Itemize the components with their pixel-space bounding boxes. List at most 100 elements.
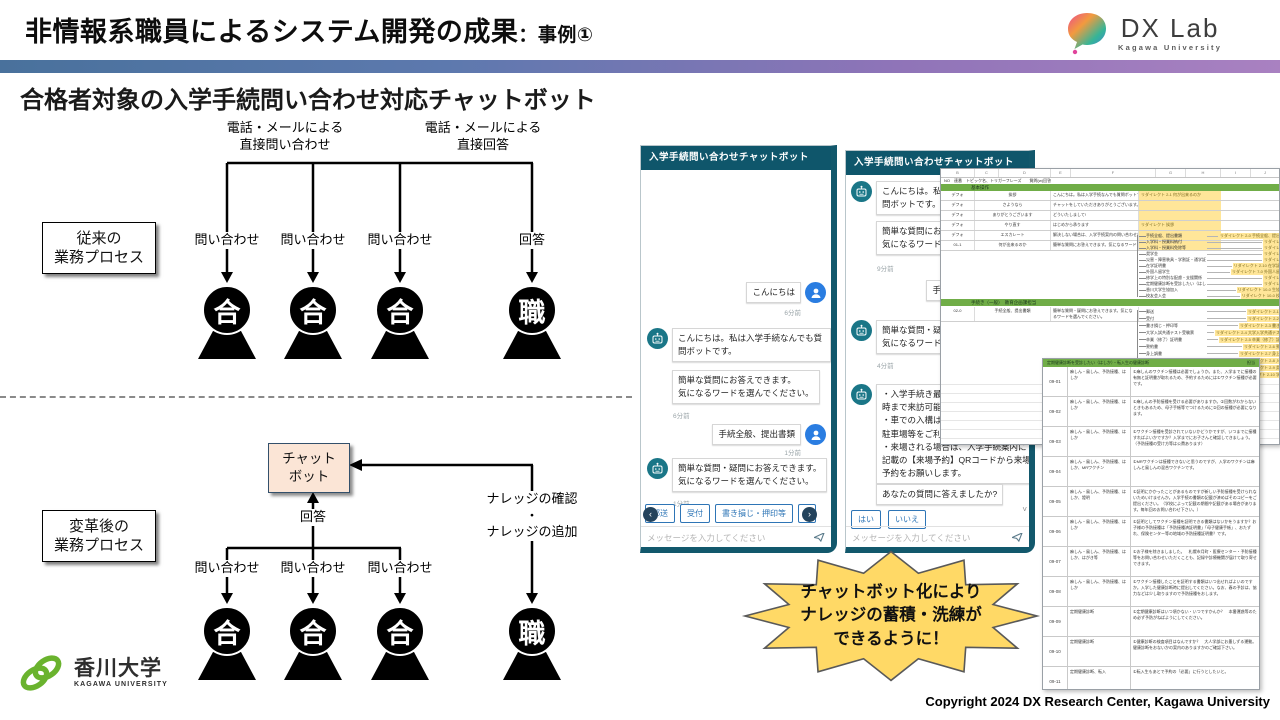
carousel-prev-icon[interactable]: ‹ <box>643 507 658 522</box>
person-head: 合 <box>202 285 252 335</box>
send-icon[interactable] <box>1012 533 1023 542</box>
arrow-label-answer: 回答 <box>516 232 548 249</box>
sheet-lower-rows: 09-01 麻しん・風しん、予防接種、はしか ①麻しんのワクチン接種は必要でしょ… <box>1043 367 1259 689</box>
label-direct-inquiry: 電話・メールによる 直接問い合わせ <box>224 120 346 154</box>
starburst-callout-shape <box>741 550 1041 682</box>
tree-row: 香川大学生協加入 リダイレクト 10-0 生協加入 <box>1139 287 1279 293</box>
person-applicant: 合 <box>195 285 259 359</box>
copyright-text: Copyright 2024 DX Research Center, Kagaw… <box>925 694 1270 709</box>
message-bubble: こんにちは。私は入学手続なんでも質問ボットです。 <box>672 328 831 363</box>
person-applicant: 合 <box>368 285 432 359</box>
kagawa-logo: 香川大学 KAGAWA UNIVERSITY <box>18 652 168 694</box>
tree-row: 手続全般、提出書類 リダイレクト 2-0 手続全般、提出書類 <box>1139 233 1279 239</box>
send-icon[interactable] <box>814 533 825 542</box>
after-process-box: 変革後の 業務プロセス <box>42 510 156 562</box>
knowledge-spreadsheet-lower: 定期健康診断を受診したい（はしか）・転入生の健康診断 担当 09-01 麻しん・… <box>1042 358 1260 690</box>
bot-avatar-icon <box>851 320 872 341</box>
dxlab-logo: DX Lab Kagawa University <box>1064 6 1234 60</box>
bot-avatar-icon <box>851 181 872 202</box>
sheet-row: 09-06 麻しん・風しん、予防接種、はしか ①証明としてワクチン接種を証明でき… <box>1043 517 1259 547</box>
tree-row: 大学入試共通テスト受験票 リダイレクト 2-4 大学入学共通テスト受験票 <box>1139 329 1279 336</box>
tree-row: 入学料・授業料納付 リダイレクト <box>1139 239 1279 245</box>
input-placeholder: メッセージを入力してください <box>647 532 766 543</box>
bot-avatar-icon <box>647 328 668 349</box>
message-time: 1分前 <box>784 450 801 457</box>
tree-row: 外国人留学生 リダイレクト 7-0 外国人留学生 <box>1139 269 1279 275</box>
process-separator-line <box>0 396 632 398</box>
bot-avatar-icon <box>851 384 872 405</box>
tree-row: 卒業（修了）証明書 リダイレクト 2-5 卒業（修了）証明書 <box>1139 336 1279 343</box>
sheet-row: 09-09 定期健康診断 ①定期健康診断はいつ頃かない・いつですかんか？ 本番運… <box>1043 607 1259 637</box>
person-staff: 職 <box>500 606 564 680</box>
sheet-row: 09-11 定期健康診断、転入 ①転入生もあとで予約の「必要」に行うとしたいと。 <box>1043 667 1259 689</box>
person-applicant: 合 <box>195 606 259 680</box>
message-input[interactable]: メッセージを入力してください <box>641 526 831 548</box>
user-message: こんにちは <box>746 282 826 304</box>
arrow-label-inquiry-1: 問い合わせ <box>192 560 262 577</box>
sheet-row: 09-05 麻しん・風しん、予防接種、はしか、證明 ①証明にかかったことがあるも… <box>1043 487 1259 517</box>
sheet-header-text: NO 連番 トピック名、トリガーフレーズ 質問(w)回答 <box>944 178 1052 183</box>
sheet-row: デフォ ありがとうございます どういたしまして! <box>941 211 1279 221</box>
sheet-row: デフォ 挨拶 こんにちは。私は入学手続なんでも質問ボットです。 リダイレクト 2… <box>941 191 1279 201</box>
quick-reply-button[interactable]: 書き損じ・押印等 <box>715 504 793 523</box>
sheet-row: 09-03 麻しん・風しん、予防接種、はしか ①ワクチン接種を受診されていないか… <box>1043 427 1259 457</box>
sheet-row: 09-01 麻しん・風しん、予防接種、はしか ①麻しんのワクチン接種は必要でしょ… <box>1043 367 1259 397</box>
message-time: 6分前 <box>784 310 801 317</box>
slide-subtitle: 合格者対象の入学手続問い合わせ対応チャットボット <box>20 87 596 114</box>
bot-avatar-icon <box>647 458 668 479</box>
kagawa-name: 香川大学 <box>74 657 162 680</box>
message-time: 6分前 <box>673 413 690 420</box>
tree-row: 誓約書 リダイレクト 2-6 誓約書 <box>1139 343 1279 350</box>
tree-row: 郵送 リダイレクト 2-1 郵送 <box>1139 308 1279 315</box>
label-knowledge-add: ナレッジの追加 <box>484 524 580 541</box>
message-bubble: 手続全般、提出書類 <box>712 424 801 446</box>
bot-message: あなたの質問に答えましたか? <box>876 484 1004 506</box>
user-message: 手続全般、提出書類 <box>712 424 826 446</box>
before-process-box: 従来の 業務プロセス <box>42 222 156 274</box>
kagawa-logo-icon <box>20 655 62 691</box>
quick-reply-button[interactable]: 受付 <box>680 504 710 523</box>
tree-row: 在学証明書 リダイレクト 2-10 在学証明書 <box>1139 263 1279 269</box>
arrow-label-inquiry-2: 問い合わせ <box>278 560 348 577</box>
chat-window-title: 入学手続問い合わせチャットボット <box>641 146 831 170</box>
sheet-row: 02-0 手続全般、提出書類 簡単な質問・疑問にお答えできます。気になるワードを… <box>941 307 1279 322</box>
callout-text: チャットボット化により ナレッジの蓄積・洗練が できるように！ <box>800 583 982 648</box>
tree-row: 災害・障害装具・学割証・通学証明書 リダイレクト <box>1139 257 1279 263</box>
tree-row: 身上調書 リダイレクト 2-7 身上調書 <box>1139 350 1279 357</box>
no-button[interactable]: いいえ <box>888 510 926 529</box>
label-direct-answer: 電話・メールによる 直接回答 <box>422 120 544 154</box>
arrow-label-inquiry-3: 問い合わせ <box>365 232 435 249</box>
person-applicant: 合 <box>281 606 345 680</box>
scroll-down-icon[interactable]: ˅ <box>1022 505 1027 514</box>
knowledge-spreadsheet-upper: B C D E F G H I J NO 連番 トピック名、トリガーフレーズ 質… <box>940 168 1280 445</box>
label-knowledge-dot: ・ <box>523 508 541 525</box>
message-bubble: 簡単な質問・疑問にお答えできます。 気になるワードを選んでください。 <box>672 458 828 493</box>
message-time: 9分前 <box>877 266 894 273</box>
carousel-next-icon[interactable]: › <box>802 507 817 522</box>
sheet-title-row: 定期健康診断を受診したい（はしか）・転入生の健康診断 担当 <box>1043 359 1259 367</box>
redirect-tree-1: 手続全般、提出書類 リダイレクト 2-0 手続全般、提出書類 入学料・授業料納付… <box>1139 233 1279 299</box>
arrow-label-inquiry-3: 問い合わせ <box>365 560 435 577</box>
kagawa-subtitle: KAGAWA UNIVERSITY <box>74 681 168 688</box>
tree-row: 書き損じ・押印等 リダイレクト 2-3 書き損じ <box>1139 322 1279 329</box>
person-applicant: 合 <box>281 285 345 359</box>
message-input[interactable]: メッセージを入力してください <box>846 526 1029 547</box>
dxlab-bubble-icon <box>1068 13 1106 55</box>
sheet-row: 09-08 麻しん・風しん、予防接種、はしか ①ワクチン接種したことを証明する書… <box>1043 577 1259 607</box>
chat-window-left: 入学手続問い合わせチャットボット こんにちは 6分前 こんにちは。私は入学手続な… <box>640 145 837 553</box>
sheet-row: デフォ エスカレート 解決しない場合は、入学手続案内の問い合わせ先へお問い合わせ… <box>941 231 1279 241</box>
tree-row: 修学上の特別な配慮・支援関係 リダイレクト <box>1139 275 1279 281</box>
yes-button[interactable]: はい <box>851 510 881 529</box>
chatbot-box: チャット ボット <box>268 443 350 493</box>
arrow-label-inquiry-1: 問い合わせ <box>192 232 262 249</box>
sheet-basic-rows: デフォ 挨拶 こんにちは。私は入学手続なんでも質問ボットです。 リダイレクト 2… <box>941 191 1279 251</box>
sheet-row: 09-07 麻しん・風しん、予防接種、はしか、はがき等 ①お子様を除きましました… <box>1043 547 1259 577</box>
message-bubble: 簡単な質問にお答えできます。 気になるワードを選んでください。 <box>672 370 820 405</box>
person-body <box>198 331 256 359</box>
person-staff: 職 <box>500 285 564 359</box>
tree-row: 受付 リダイレクト 2-2 受付 <box>1139 315 1279 322</box>
message-time: 4分前 <box>877 363 894 370</box>
tree-row: 入学料・授業料免除等 リダイレクト <box>1139 245 1279 251</box>
sheet-row: 01-1 何が出来るのか 簡単な質問にお答えできます。気になるワードを選んでくだ… <box>941 241 1279 251</box>
